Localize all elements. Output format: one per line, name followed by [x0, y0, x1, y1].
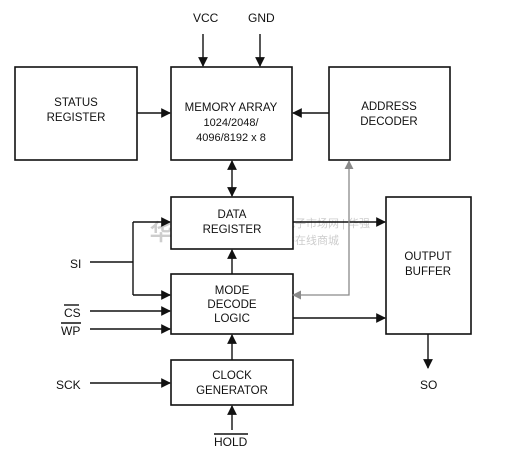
memory-array-label-line1: MEMORY ARRAY	[185, 102, 278, 114]
clock-generator-label-line1: CLOCK	[212, 370, 252, 382]
memory-array-label-line3: 4096/8192 x 8	[196, 132, 266, 144]
status-register-label-line2: REGISTER	[47, 112, 106, 124]
pin-hold-label: HOLD	[214, 435, 248, 449]
mode-decode-logic-label-line3: LOGIC	[214, 313, 250, 325]
pin-wp-label: WP	[61, 324, 80, 338]
output-buffer-block: OUTPUT BUFFER	[385, 196, 472, 335]
output-buffer-label-line2: BUFFER	[405, 266, 451, 278]
pin-sck-label: SCK	[56, 378, 81, 392]
pin-gnd-label: GND	[248, 11, 275, 25]
pin-si-label: SI	[70, 257, 81, 271]
status-register-label-line1: STATUS	[54, 97, 98, 109]
connections	[90, 34, 433, 430]
memory-array-label-line2: 1024/2048/	[203, 117, 259, 129]
output-buffer-label-line1: OUTPUT	[404, 251, 451, 263]
pin-cs-label: CS	[64, 306, 81, 320]
data-register-label-line2: REGISTER	[203, 224, 262, 236]
mode-decode-logic-block: MODE DECODE LOGIC	[170, 273, 294, 335]
mode-to-address-wire	[292, 160, 354, 300]
address-decoder-block: ADDRESS DECODER	[328, 66, 451, 161]
address-decoder-label-line2: DECODER	[360, 116, 418, 128]
data-register-label-line1: DATA	[218, 209, 247, 221]
memory-array-block: MEMORY ARRAY 1024/2048/ 4096/8192 x 8	[170, 66, 293, 161]
mode-decode-logic-label-line2: DECODE	[207, 299, 257, 311]
clock-generator-block: CLOCK GENERATOR	[170, 359, 294, 406]
pin-vcc-label: VCC	[193, 11, 219, 25]
data-register-block: DATA REGISTER	[170, 196, 294, 250]
status-register-block: STATUS REGISTER	[14, 66, 138, 161]
mode-decode-logic-label-line1: MODE	[215, 285, 250, 297]
pin-so-label: SO	[420, 378, 437, 392]
clock-generator-label-line2: GENERATOR	[196, 385, 268, 397]
address-decoder-label-line1: ADDRESS	[361, 101, 417, 113]
